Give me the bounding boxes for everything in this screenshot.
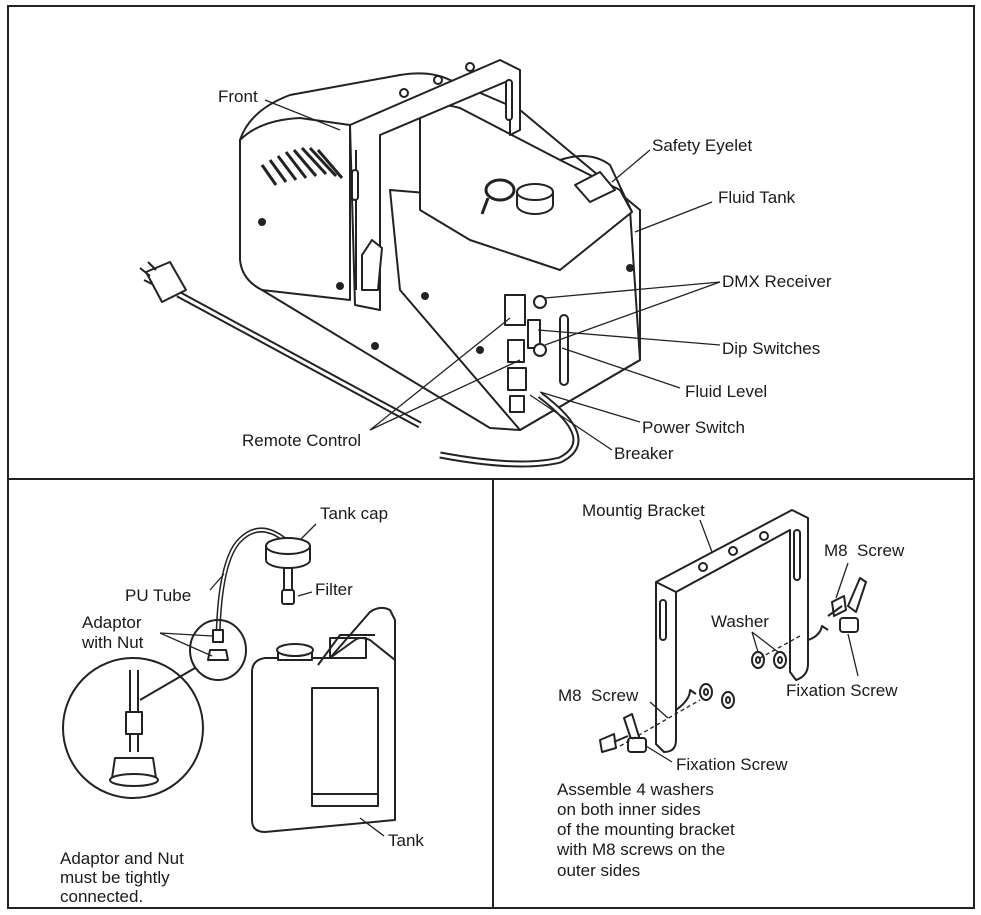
- note-line: outer sides: [557, 861, 640, 880]
- mounting-bracket: [655, 509, 809, 753]
- adaptor-zoom-icon: [109, 670, 159, 787]
- right-labels: Mountig Bracket M8 Screw Washer Fixation…: [558, 501, 905, 774]
- label-safety-eyelet: Safety Eyelet: [652, 136, 752, 155]
- label-fixation-screw-left: Fixation Screw: [676, 755, 788, 774]
- zoom-ring-small: [189, 619, 247, 681]
- label-remote-control: Remote Control: [242, 431, 361, 450]
- leader-lines-top: [264, 99, 721, 451]
- label-fixation-screw-right: Fixation Screw: [786, 681, 898, 700]
- left-note: Adaptor and Nut must be tightly connecte…: [60, 849, 184, 906]
- fixation-screw-left-icon: [623, 713, 647, 753]
- label-mounting-bracket: Mountig Bracket: [582, 501, 705, 520]
- leader-lines-right: [619, 519, 859, 763]
- label-dmx-receiver: DMX Receiver: [722, 272, 832, 291]
- m8-screw-left-icon: [599, 733, 629, 753]
- tank-cap-icon: [265, 537, 311, 605]
- label-m8-screw-left: M8 Screw: [558, 686, 639, 705]
- note-line: Adaptor and Nut: [60, 849, 184, 868]
- note-line: must be tightly: [60, 868, 170, 887]
- tank-assembly-drawing: [62, 527, 396, 833]
- label-washer: Washer: [711, 612, 769, 631]
- note-line: Assemble 4 washers: [557, 780, 714, 799]
- note-line: connected.: [60, 887, 143, 906]
- vent-grille: [260, 146, 344, 186]
- label-breaker: Breaker: [614, 444, 674, 463]
- power-plug-icon: [139, 261, 187, 303]
- note-line: of the mounting bracket: [557, 820, 735, 839]
- m8-screw-right-icon: [827, 595, 847, 617]
- bracket-assembly-drawing: [599, 509, 867, 753]
- zoom-circle: [62, 657, 204, 799]
- label-tank-cap: Tank cap: [320, 504, 388, 523]
- label-fluid-tank: Fluid Tank: [718, 188, 796, 207]
- note-line: with M8 screws on the: [556, 840, 725, 859]
- label-power-switch: Power Switch: [642, 418, 745, 437]
- label-adaptor: Adaptor: [82, 613, 142, 632]
- label-fluid-level: Fluid Level: [685, 382, 767, 401]
- label-m8-screw-right: M8 Screw: [824, 541, 905, 560]
- top-labels: Front Safety Eyelet Fluid Tank DMX Recei…: [218, 87, 832, 463]
- label-filter: Filter: [315, 580, 353, 599]
- right-note: Assemble 4 washers on both inner sides o…: [556, 780, 735, 880]
- tank-icon: [251, 606, 396, 833]
- tank-cap-icon: [516, 183, 554, 215]
- label-tank: Tank: [388, 831, 424, 850]
- left-labels: Tank cap PU Tube Filter Adaptor with Nut…: [81, 504, 424, 850]
- fog-machine-drawing: [139, 59, 641, 468]
- adaptor-small-icon: [207, 629, 229, 661]
- label-dip-switches: Dip Switches: [722, 339, 820, 358]
- note-line: on both inner sides: [557, 800, 701, 819]
- label-front: Front: [218, 87, 258, 106]
- panel-frames: [7, 5, 975, 909]
- label-pu-tube: PU Tube: [125, 586, 191, 605]
- safety-eyelet-icon: [480, 178, 516, 215]
- leader-lines-left: [159, 523, 385, 837]
- fixation-screw-right-icon: [839, 577, 867, 633]
- label-with-nut: with Nut: [81, 633, 144, 652]
